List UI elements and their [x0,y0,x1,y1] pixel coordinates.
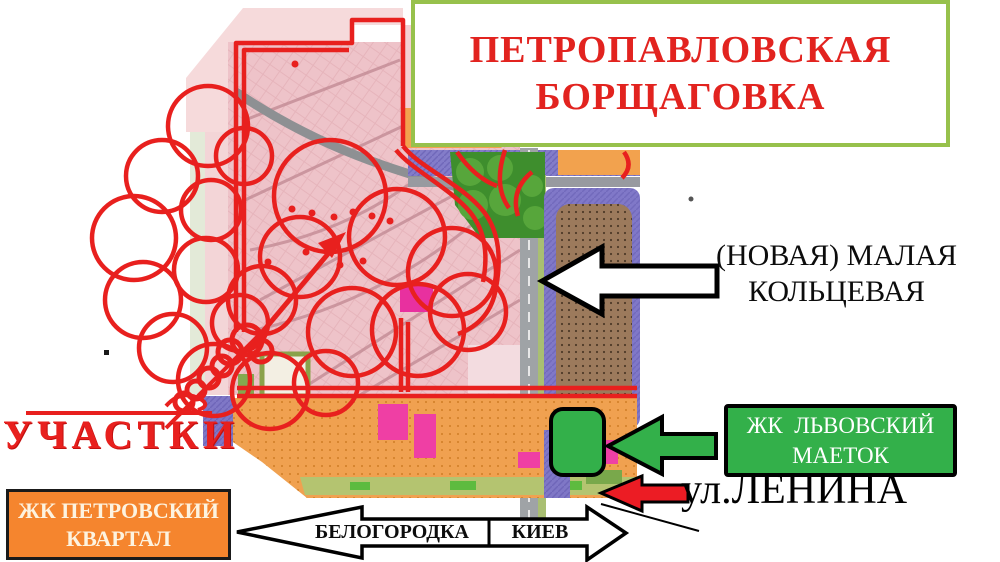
petrovsky-line1: ЖК ПЕТРОВСКИЙ [18,497,219,523]
lvovsky-maetok-box: ЖК ЛЬВОВСКИЙ МАЕТОК [724,404,957,477]
green-area-marker [549,407,606,477]
ring-road-label-line2: КОЛЬЦЕВАЯ [748,275,925,308]
direction-label-belogorodka: БЕЛОГОРОДКА [315,521,469,543]
direction-arrow-on-map [252,232,346,344]
petrovsky-line2: КВАРТАЛ [66,525,171,551]
location-pointer-chain [26,322,275,430]
ring-road-arrow [536,242,720,319]
lvovsky-arrow [603,413,718,478]
lvovsky-line2: МАЕТОК [792,442,889,468]
plots-label: УЧАСТКИ [2,412,240,457]
plot-dots [264,60,609,271]
title-line-2: БОРЩАГОВКА [535,75,826,118]
ring-road-label: (НОВАЯ) МАЛАЯ КОЛЬЦЕВАЯ [693,238,980,310]
selected-area-outline [233,17,637,399]
misc-marks [104,196,700,532]
lenina-arrow [597,473,690,514]
direction-label-kiev: КИЕВ [511,521,569,543]
lvovsky-line1: ЖК ЛЬВОВСКИЙ [746,412,935,438]
belogorodka-kiev-arrow [236,503,630,562]
map-region-orange-zone [203,374,637,498]
title-line-1: ПЕТРОПАВЛОВСКАЯ [469,28,892,71]
petrovsky-kvartal-box: ЖК ПЕТРОВСКИЙ КВАРТАЛ [6,489,231,560]
title-box: ПЕТРОПАВЛОВСКАЯ БОРЩАГОВКА [411,0,950,147]
ring-road-label-line1: (НОВАЯ) МАЛАЯ [716,239,957,272]
